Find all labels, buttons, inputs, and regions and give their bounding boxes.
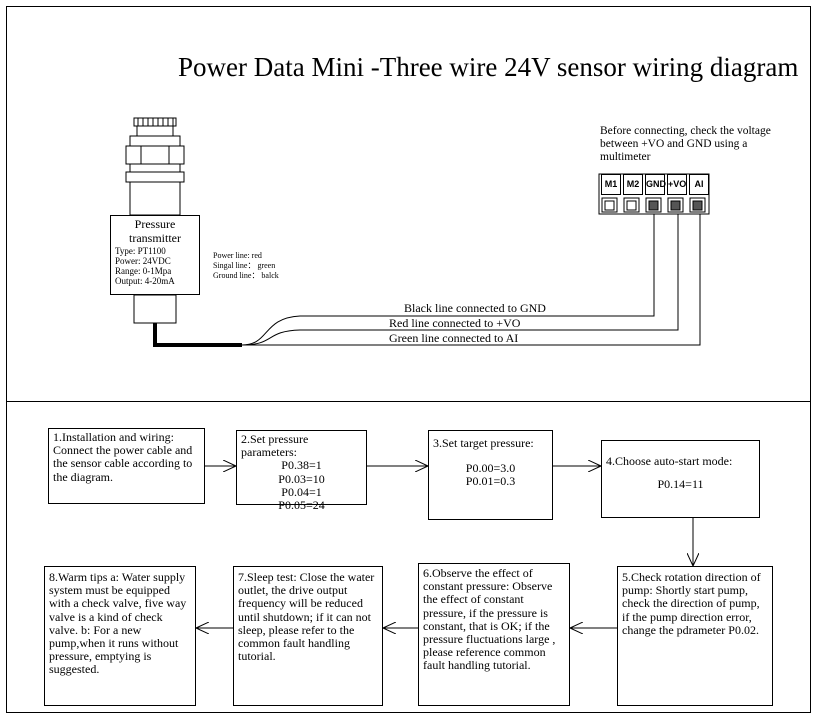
terminal-vo: +VO — [667, 174, 687, 195]
step-3-param-1: P0.00=3.0 — [465, 461, 516, 476]
sensor-label: Pressure transmitter Type: PT1100 Power:… — [110, 215, 200, 295]
sensor-power: Power: 24VDC — [115, 256, 171, 266]
wire-label-red: Red line connected to +VO — [389, 316, 521, 330]
flow-arrows — [196, 466, 693, 628]
step-5-box: 5.Check rotation direction of pump: Shor… — [617, 566, 773, 706]
sensor-type: Type: PT1100 — [115, 246, 166, 256]
wire-color-legend: Power line: red Singal line： green Groun… — [213, 251, 279, 281]
diagram-title: Power Data Mini -Three wire 24V sensor w… — [178, 52, 799, 82]
sensor-output: Output: 4-20mA — [115, 276, 175, 286]
step-1-text: 1.Installation and wiring: Connect the p… — [53, 430, 193, 484]
terminal-gnd: GND — [645, 174, 666, 195]
step-2-param-4: P0.05=24 — [278, 498, 325, 513]
step-4-box: 4.Choose auto-start mode: P0.14=11 — [601, 440, 760, 518]
step-7-box: 7.Sleep test: Close the water outlet, th… — [233, 566, 383, 706]
step-8-text: 8.Warm tips a: Water supply system must … — [49, 570, 187, 677]
legend-ground: Ground line： balck — [213, 271, 279, 280]
step-6-box: 6.Observe the effect of constant pressur… — [418, 563, 570, 706]
diagram-frame — [6, 6, 811, 713]
wire-label-green: Green line connected to AI — [389, 331, 519, 345]
wire-label-black: Black line connected to GND — [404, 301, 546, 315]
sensor-range: Range: 0-1Mpa — [115, 266, 172, 276]
step-1-box: 1.Installation and wiring: Connect the p… — [48, 428, 205, 504]
step-4-param-1: P0.14=11 — [657, 477, 704, 492]
step-2-param-2: P0.03=10 — [278, 471, 325, 486]
sensor-name-1: Pressure — [134, 217, 176, 231]
sensor-name-2: transmitter — [129, 231, 181, 245]
step-3-box: 3.Set target pressure: P0.00=3.0 P0.01=0… — [428, 430, 553, 520]
step-6-text: 6.Observe the effect of constant pressur… — [423, 566, 556, 673]
step-2-param-3: P0.04=1 — [281, 484, 322, 499]
terminal-m1: M1 — [601, 174, 621, 195]
step-8-box: 8.Warm tips a: Water supply system must … — [44, 566, 196, 706]
legend-power: Power line: red — [213, 251, 262, 260]
step-5-text: 5.Check rotation direction of pump: Shor… — [622, 570, 761, 637]
multimeter-note: Before connecting, check the voltage bet… — [600, 125, 771, 163]
terminal-ai: AI — [689, 174, 709, 195]
step-7-text: 7.Sleep test: Close the water outlet, th… — [238, 570, 375, 664]
step-2-box: 2.Set pressure parameters: P0.38=1 P0.03… — [236, 430, 367, 512]
step-2-param-1: P0.38=1 — [281, 458, 322, 473]
step-2-title: 2.Set pressure parameters: — [241, 432, 309, 460]
pressure-sensor-drawing — [125, 117, 185, 324]
section-divider — [6, 401, 811, 402]
step-3-title: 3.Set target pressure: — [433, 436, 534, 450]
step-3-param-2: P0.01=0.3 — [465, 474, 516, 489]
terminal-m2: M2 — [623, 174, 643, 195]
legend-signal: Singal line： green — [213, 261, 276, 270]
step-4-title: 4.Choose auto-start mode: — [606, 454, 733, 468]
